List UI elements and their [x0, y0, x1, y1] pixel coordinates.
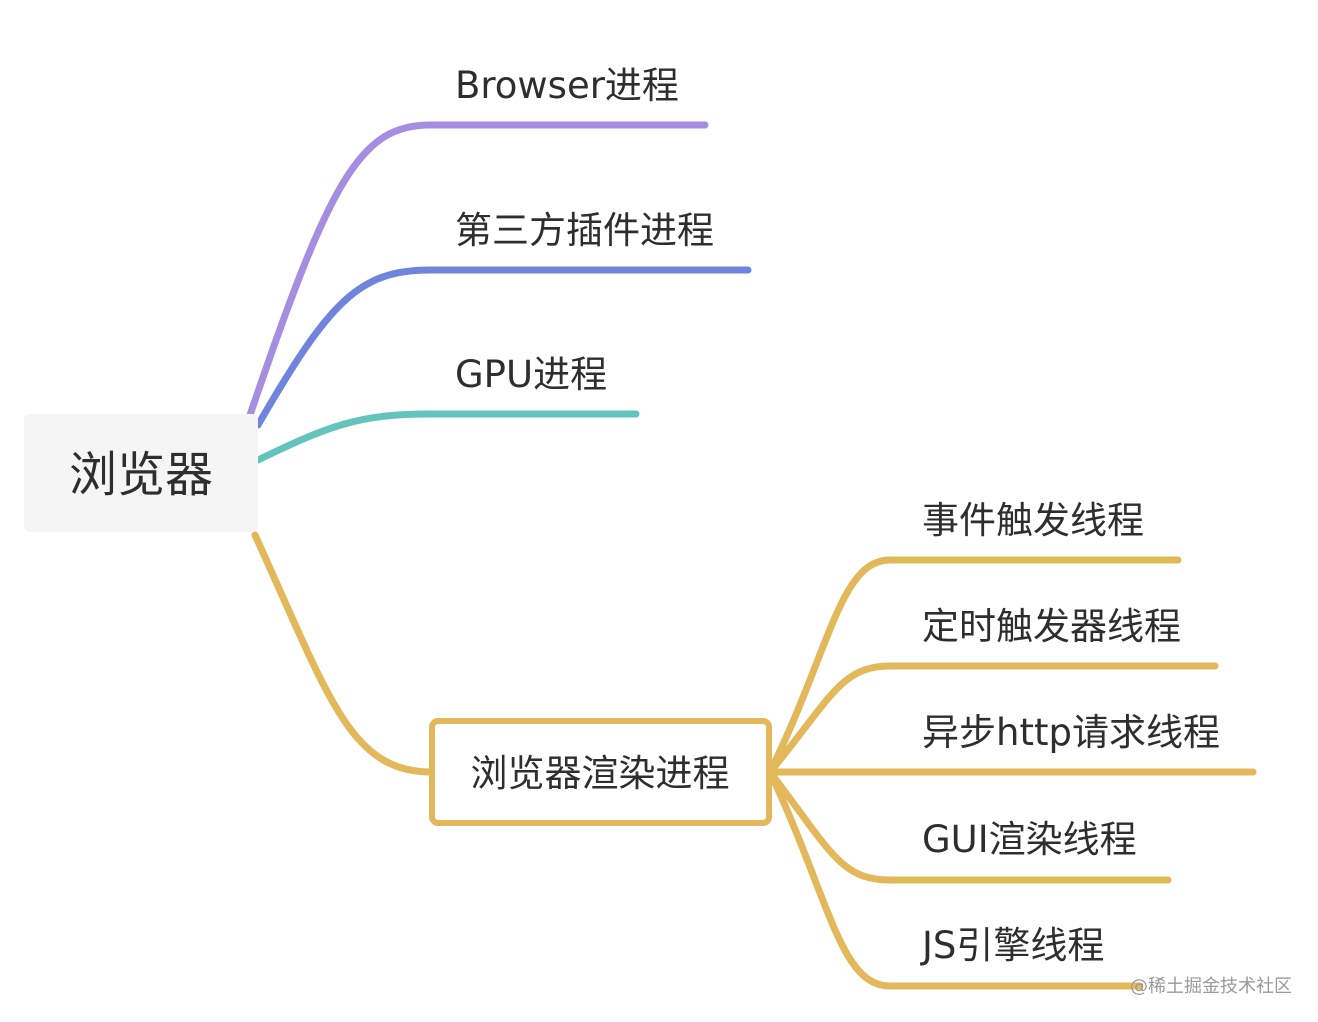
branch-label-gpu-process[interactable]: GPU进程	[455, 353, 607, 396]
render-process-box	[429, 718, 772, 826]
connector-browser-process	[246, 121, 709, 419]
connector-plugin-process	[254, 266, 752, 429]
root-node-label: 浏览器	[69, 447, 213, 503]
branch-label-browser-process[interactable]: Browser进程	[455, 64, 679, 107]
connector-js-thread	[766, 768, 1144, 990]
watermark-text: @稀土掘金技术社区	[1130, 976, 1292, 997]
connector-event-thread	[766, 556, 1182, 776]
connector-gui-thread	[766, 768, 1172, 884]
connector-gpu-process	[254, 410, 640, 464]
connector-render-process	[251, 531, 436, 776]
root-node[interactable]: 浏览器	[24, 414, 258, 532]
thread-label-gui[interactable]: GUI渲染线程	[922, 818, 1137, 861]
branch-label-plugin-process[interactable]: 第三方插件进程	[455, 209, 714, 252]
render-process-label: 浏览器渲染进程	[471, 752, 730, 795]
thread-label-event[interactable]: 事件触发线程	[922, 499, 1144, 542]
connector-timer-thread	[766, 662, 1219, 776]
thread-label-http[interactable]: 异步http请求线程	[922, 711, 1220, 754]
root-node-box	[24, 414, 258, 532]
render-process-node[interactable]: 浏览器渲染进程	[429, 718, 772, 826]
thread-label-js[interactable]: JS引擎线程	[920, 924, 1104, 967]
thread-label-timer[interactable]: 定时触发器线程	[922, 605, 1181, 648]
